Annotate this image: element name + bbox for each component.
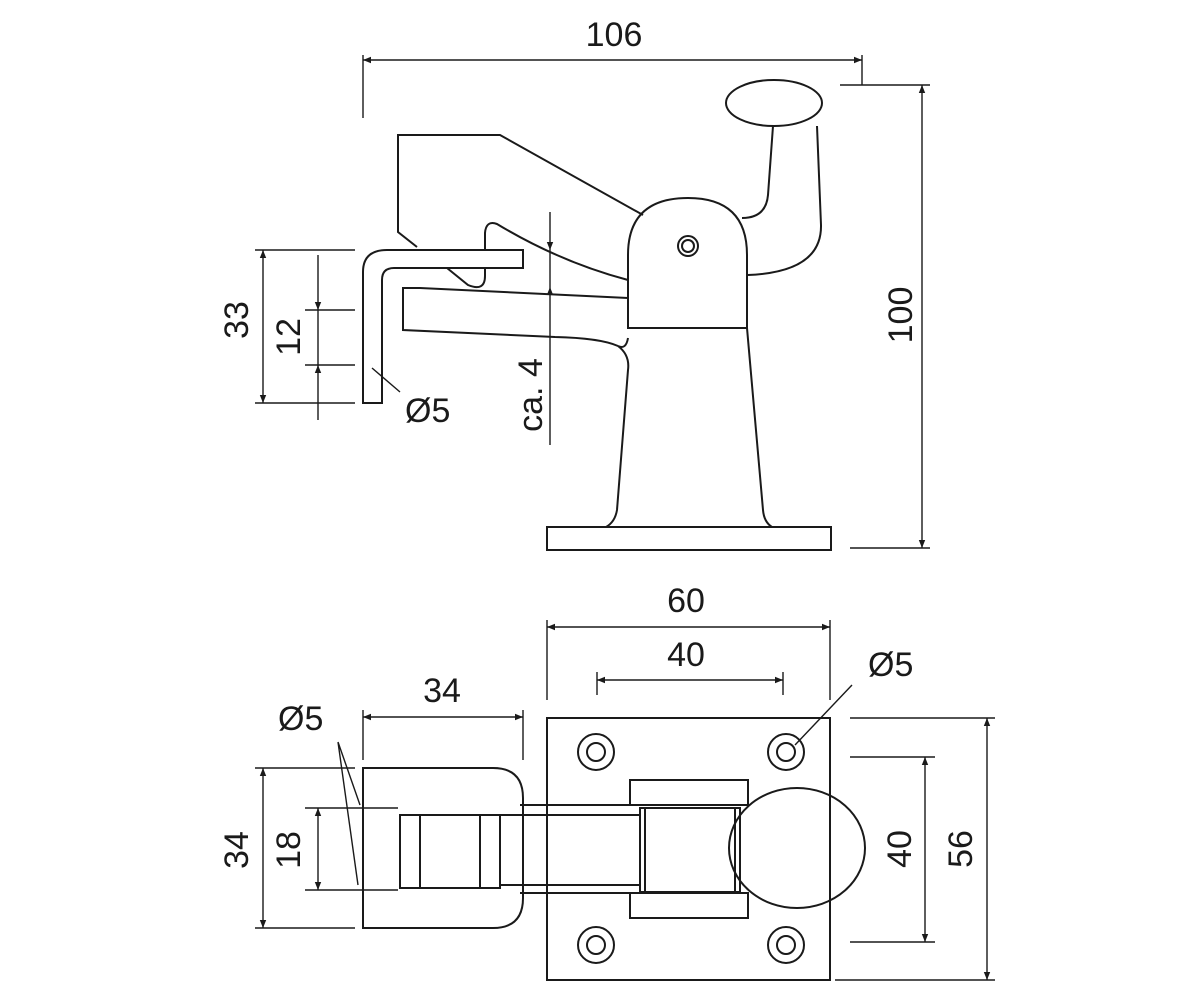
pivot-block <box>639 807 741 893</box>
lower-arm <box>402 287 629 347</box>
rod-diameter-label: Ø5 <box>405 392 450 430</box>
knob-top <box>728 787 866 909</box>
knob-stem <box>741 125 823 276</box>
hole-spacing-y-label: 40 <box>881 830 919 868</box>
side-view: 106 100 33 12 ca. 4 Ø5 <box>218 16 930 551</box>
rod-diameter-top-label: Ø5 <box>278 700 323 738</box>
pivot-hole-inner <box>681 239 695 253</box>
width-label: 106 <box>586 16 643 54</box>
gap-label: ca. 4 <box>512 358 550 432</box>
plate-width-label: 60 <box>667 582 705 620</box>
hook-height-label: 33 <box>218 301 256 339</box>
pivot-head <box>627 196 748 329</box>
hook-length-label: 34 <box>423 672 461 710</box>
plate-height-label: 56 <box>942 830 980 868</box>
pivot-hole <box>677 235 699 257</box>
hole-diameter-label: Ø5 <box>868 646 913 684</box>
height-label: 100 <box>882 287 920 344</box>
catch-tongue <box>484 222 629 281</box>
guide-top <box>629 779 749 806</box>
catch-tongue-lower <box>446 267 486 289</box>
hole-spacing-x-label: 40 <box>667 636 705 674</box>
hook-width-label: 34 <box>218 831 256 869</box>
top-view: 60 40 Ø5 56 40 34 34 18 Ø5 <box>218 582 995 981</box>
base-plate <box>546 526 832 551</box>
mounting-holes <box>577 733 805 964</box>
hook-inner-label: 18 <box>270 831 308 869</box>
mounting-plate <box>546 717 831 981</box>
hook-gap-label: 12 <box>270 318 308 356</box>
upper-arm <box>397 134 644 248</box>
arm <box>499 814 641 886</box>
hook-rod <box>362 249 524 404</box>
guide-bottom <box>629 892 749 919</box>
knob <box>725 79 823 127</box>
hook-plate <box>362 767 524 929</box>
body <box>605 327 773 528</box>
hook-slot <box>399 814 501 889</box>
